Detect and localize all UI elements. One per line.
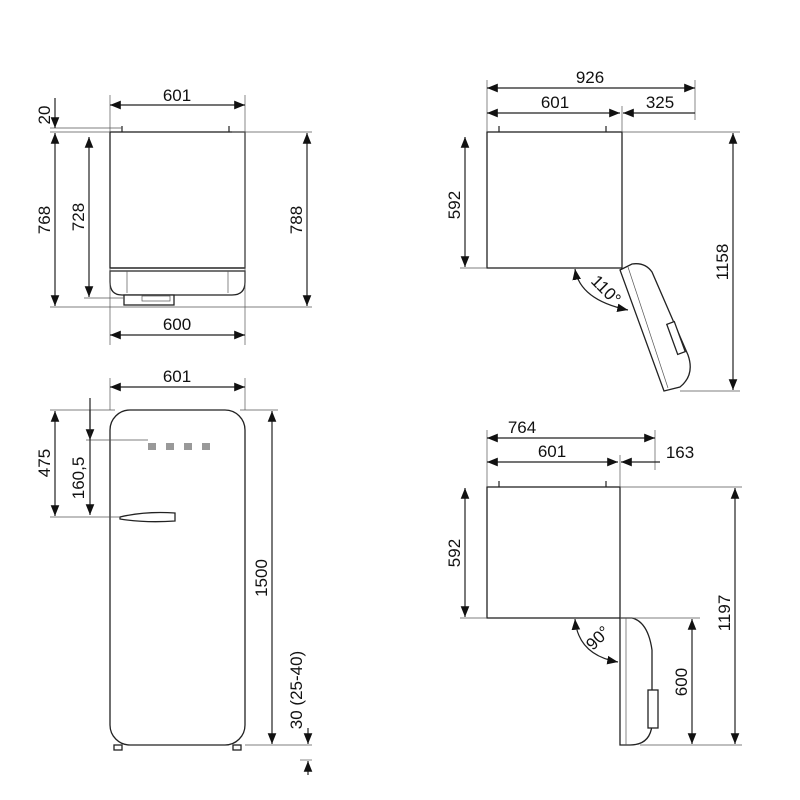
handle-top	[123, 294, 175, 306]
top-view-open-110: 926 601 325 592 1158 110°	[445, 68, 740, 392]
handle-open-110	[665, 320, 687, 356]
top-view-open-90: 764 601 163 592 1197 600 90°	[445, 418, 742, 746]
dim-body-width-110: 601	[541, 93, 569, 112]
fridge-body-open-110	[486, 131, 623, 269]
dim-body-width-90: 601	[538, 442, 566, 461]
dim-depth-with-handle: 788	[287, 206, 306, 234]
handle-open-90	[647, 689, 659, 729]
door-open-90	[619, 617, 653, 746]
fridge-body-top	[109, 131, 246, 269]
dim-width-bottom: 600	[163, 315, 191, 334]
foot-left	[113, 744, 123, 751]
front-view: 601 475 160,5 1500 30 (25-40)	[35, 367, 313, 775]
dim-body-depth-90: 592	[445, 539, 464, 567]
dim-hinge-offset: 20	[35, 106, 54, 125]
angle-arc-110	[572, 268, 629, 313]
door-top	[109, 270, 246, 296]
dim-body-depth-110: 592	[445, 191, 464, 219]
dim-total-width-90: 764	[508, 418, 536, 437]
foot-right	[232, 744, 242, 751]
dim-width-top: 601	[163, 86, 191, 105]
dim-height: 1500	[252, 559, 271, 597]
fridge-body-open-90	[486, 486, 621, 619]
angle-arc-90	[571, 618, 619, 665]
dim-total-depth-110: 1158	[713, 244, 732, 281]
dim-handle-height: 475	[35, 449, 54, 477]
dim-depth-total: 768	[35, 206, 54, 234]
logo-letter	[166, 443, 174, 450]
dim-depth-body: 728	[69, 203, 88, 231]
angle-label-110: 110°	[587, 271, 624, 308]
logo-letter	[202, 443, 210, 450]
dim-wall-gap: 30 (25-40)	[287, 651, 306, 729]
logo-letter	[148, 443, 156, 450]
door-open-110	[619, 263, 691, 392]
logo-letter	[184, 443, 192, 450]
top-view-closed: 601 20 768 728 788 600	[35, 86, 312, 345]
door-handle	[119, 511, 176, 523]
dim-total-width-110: 926	[576, 68, 604, 87]
dim-door-depth-90: 600	[672, 668, 691, 696]
dim-total-depth-90: 1197	[715, 595, 734, 632]
dim-door-overhang-90: 163	[666, 443, 694, 462]
fridge-front	[109, 409, 246, 746]
dim-front-width: 601	[163, 367, 191, 386]
dim-logo-offset: 160,5	[69, 457, 88, 500]
angle-label-90: 90°	[582, 622, 614, 654]
dim-door-overhang-110: 325	[646, 93, 674, 112]
